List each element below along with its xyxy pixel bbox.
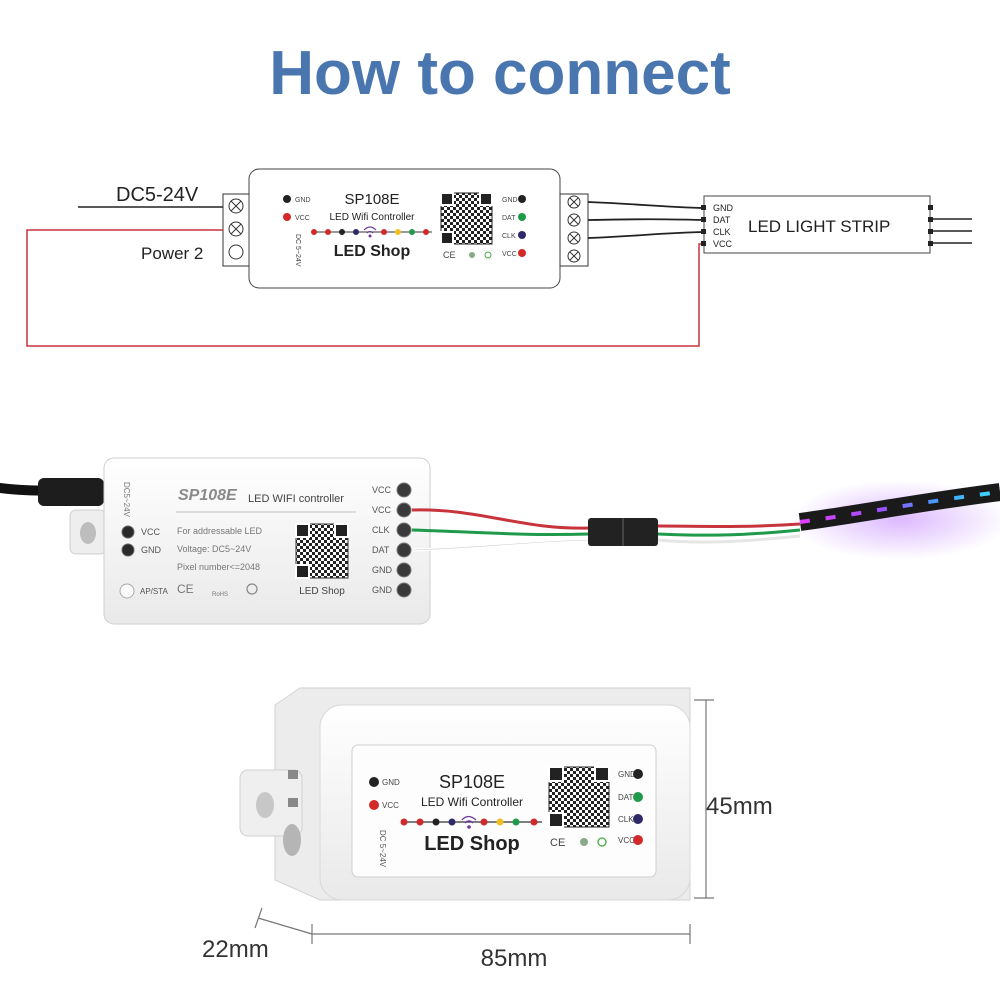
right-pin-label: DAT [502, 215, 516, 222]
controller-model: SP108E [344, 191, 399, 208]
recycle-icon [246, 583, 258, 595]
controller-photo [103, 457, 431, 625]
wifi-icon [363, 226, 377, 238]
right-pin-label: CLK [502, 233, 516, 240]
ce-mark: CE [177, 582, 194, 596]
width-dimension-line [311, 924, 691, 944]
height-label: 45mm [706, 793, 773, 820]
photo-subtitle: LED WIFI controller [248, 493, 344, 505]
voltage-label: DC 5~24V [378, 830, 387, 868]
led-strip-drawing [703, 195, 931, 254]
strip-pin-label: DAT [713, 215, 731, 225]
right-terminal-column: VCC VCC CLK DAT GND GND [372, 482, 412, 598]
left-pin-label: GND [141, 545, 162, 555]
dimension-model: SP108E [439, 772, 505, 792]
right-pin-label: CLK [372, 525, 390, 535]
strip-pin-label: VCC [713, 239, 733, 249]
photo-info-line: For addressable LED [177, 526, 263, 536]
svg-text:CE: CE [443, 250, 456, 260]
voltage-label: DC 5~24V [294, 234, 301, 267]
left-pin-label: GND [382, 778, 400, 787]
right-pin-label: VCC [372, 485, 392, 495]
strip-output-wires [928, 205, 972, 246]
vent-slot [288, 770, 298, 779]
right-pin-label: GND [372, 585, 393, 595]
photo-info-line: Voltage: DC5~24V [177, 544, 251, 554]
rohs-mark: RoHS [212, 592, 228, 598]
left-pin-label: GND [295, 197, 311, 204]
strip-pin-label: GND [713, 203, 734, 213]
right-pin-label: DAT [618, 793, 634, 802]
right-pin-label: GND [502, 197, 518, 204]
right-pin-labels: GND DAT CLK VCC [618, 769, 643, 845]
width-label: 85mm [481, 945, 548, 972]
strip-pin-label: CLK [713, 227, 731, 237]
dc-jack-plug [38, 478, 104, 506]
led-dot-row [311, 229, 432, 235]
right-pin-label: DAT [372, 545, 390, 555]
left-pin-label: VCC [382, 801, 399, 810]
controller-brand: LED Shop [334, 243, 411, 260]
led-strip-photo [798, 483, 1000, 531]
depth-label: 22mm [202, 936, 269, 963]
wiring-diagram: DC5-24V Power 2 GND VCC DC 5~24V SP108E … [26, 168, 972, 347]
dimension-subtitle: LED Wifi Controller [421, 795, 523, 809]
vcc-terminal [121, 525, 135, 539]
power2-label: Power 2 [141, 244, 203, 263]
side-voltage-label: DC5~24V [122, 482, 131, 518]
right-pin-label: VCC [372, 505, 392, 515]
wifi-icon [461, 815, 477, 829]
page-title: How to connect [269, 39, 731, 108]
dimensions-photo: GND VCC DC 5~24V SP108E LED Wifi Control… [202, 687, 773, 972]
input-terminal-screw [228, 198, 244, 260]
right-pin-labels: GND DAT CLK VCC [502, 195, 526, 258]
supply-label: DC5-24V [116, 184, 199, 206]
mounting-hole [256, 792, 274, 818]
controller-drawing [248, 168, 561, 289]
right-pin-label: VCC [502, 251, 517, 258]
right-pin-label: GND [372, 565, 393, 575]
right-pin-label: GND [618, 770, 636, 779]
output-terminal-screw [567, 195, 581, 263]
product-photo: DC5~24V SP108E LED WIFI controller For a… [0, 457, 1000, 625]
left-pin-label: VCC [295, 215, 310, 222]
controller-label-panel [351, 744, 657, 878]
dc-socket [283, 824, 301, 856]
vcc-dot [283, 213, 291, 221]
right-pin-label: CLK [618, 815, 634, 824]
gnd-dot [369, 777, 379, 787]
certification-icons: CE [443, 250, 492, 260]
signal-wires [587, 201, 705, 239]
left-pin-label: VCC [141, 527, 161, 537]
vent-slot [288, 798, 298, 807]
certification-icons: CE [550, 837, 607, 849]
strip-label: LED LIGHT STRIP [748, 217, 890, 236]
gnd-terminal [121, 543, 135, 557]
photo-model: SP108E [178, 487, 238, 504]
ap-sta-label: AP/STA [140, 587, 169, 596]
power2-wire [26, 229, 704, 347]
depth-dimension-line [254, 907, 313, 935]
photo-info-line: Pixel number<=2048 [177, 562, 260, 572]
svg-text:CE: CE [550, 837, 565, 849]
mounting-hole [80, 522, 96, 544]
vcc-dot [369, 800, 379, 810]
strip-pin-labels: GND DAT CLK VCC [701, 203, 734, 249]
right-pin-label: VCC [618, 836, 635, 845]
strip-cable-bundle [657, 522, 801, 544]
dimension-brand: LED Shop [424, 833, 520, 855]
photo-brand: LED Shop [299, 586, 345, 597]
output-cable-bundle [411, 508, 591, 552]
gnd-dot [283, 195, 291, 203]
ap-sta-button[interactable] [119, 583, 135, 599]
controller-subtitle: LED Wifi Controller [329, 212, 415, 223]
height-dimension-line [694, 699, 714, 899]
